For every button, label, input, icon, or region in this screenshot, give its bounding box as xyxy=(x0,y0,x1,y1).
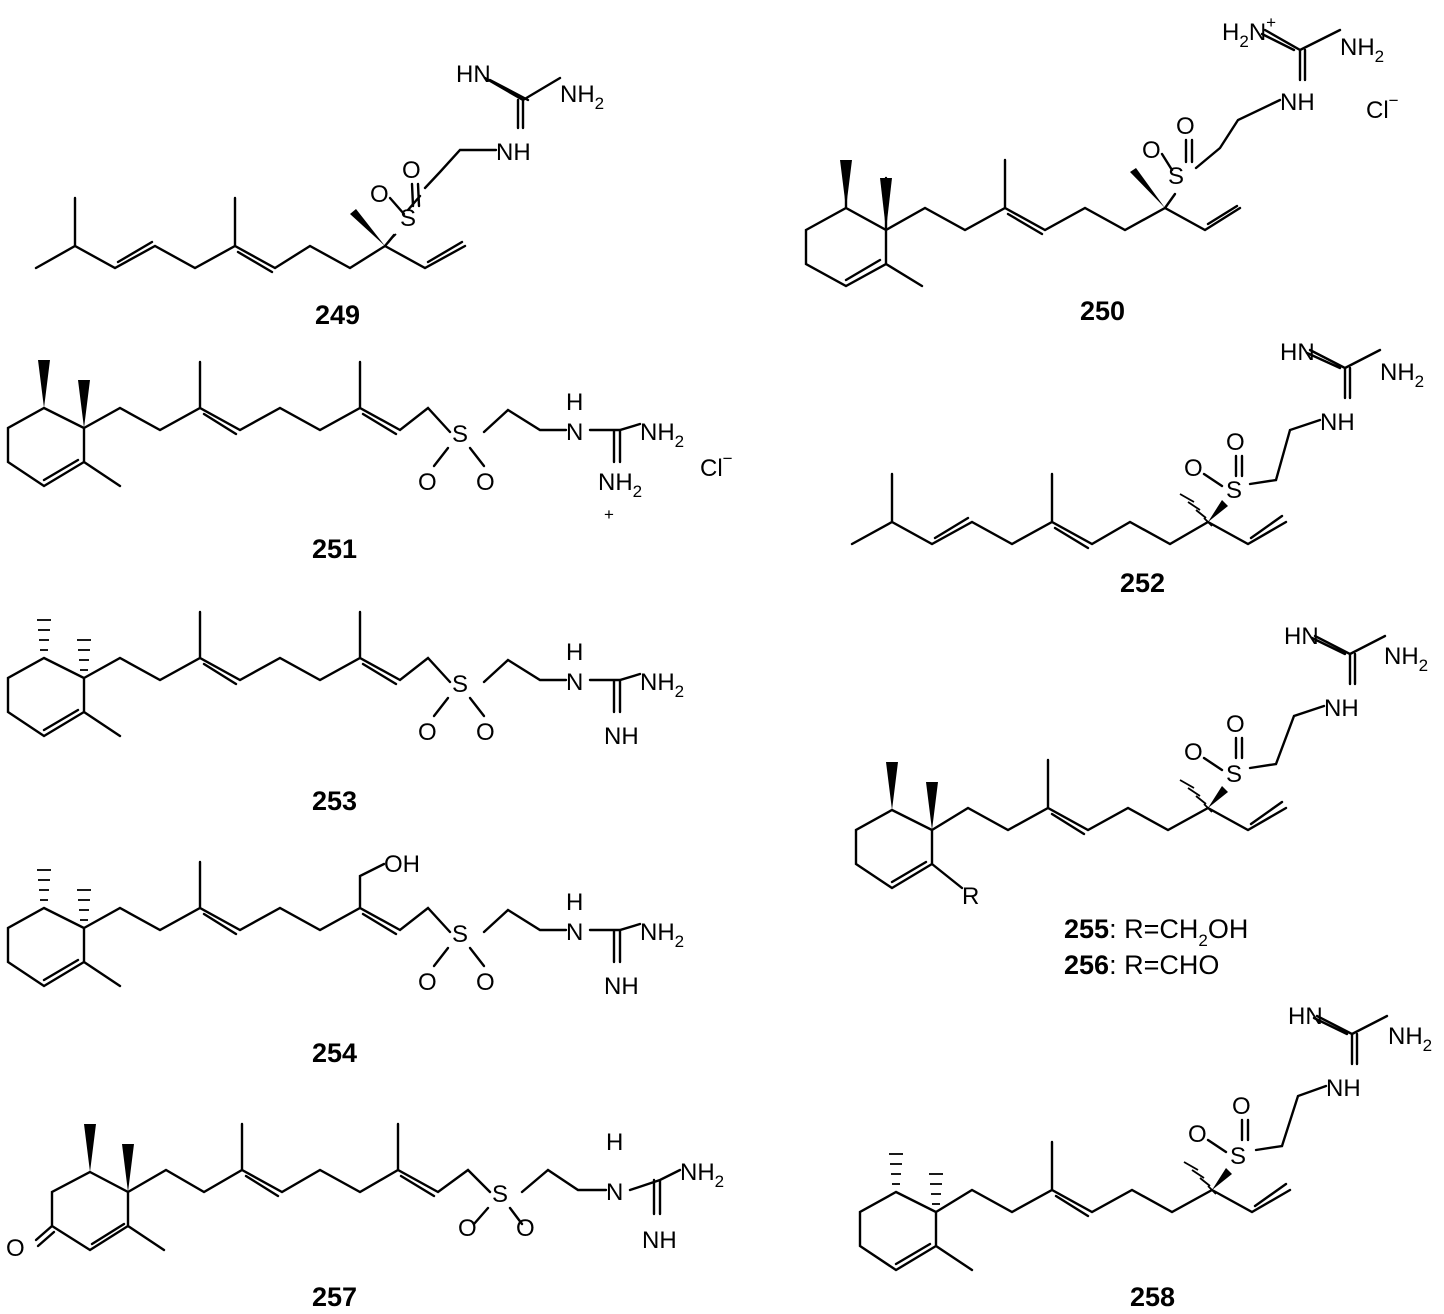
NH-label: NH xyxy=(642,1227,677,1254)
NH2-label: NH2 xyxy=(1380,359,1424,391)
NH2-label: NH2 xyxy=(640,919,684,951)
O-atom: O xyxy=(370,181,389,208)
OH-label: OH xyxy=(384,851,420,878)
compound-label-254: 254 xyxy=(312,1038,357,1068)
O-atom: O xyxy=(1184,739,1203,766)
compound-253: S O O N H NH2 NH 253 xyxy=(6,610,684,816)
O-atom: O xyxy=(476,719,495,746)
N-label: N xyxy=(566,419,583,446)
O-atom: O xyxy=(458,1215,477,1242)
O-atom: O xyxy=(1142,137,1161,164)
compound-252: S O O NH HN NH2 252 xyxy=(850,339,1424,598)
O-atom: O xyxy=(476,469,495,496)
NH-label: NH xyxy=(1326,1075,1361,1102)
variant-label-255: 255: R=CH2OH xyxy=(1064,914,1248,950)
O-atom: O xyxy=(1188,1121,1207,1148)
S-atom: S xyxy=(452,921,468,948)
NH-label: NH xyxy=(496,139,531,166)
chloride-counterion: Cl− xyxy=(1366,91,1399,124)
chloride-counterion: Cl− xyxy=(700,449,733,482)
compound-254: OH S O O N H NH2 NH 254 xyxy=(6,851,684,1068)
S-atom: S xyxy=(1226,477,1242,504)
NH-label: NH xyxy=(1320,409,1355,436)
compound-label-249: 249 xyxy=(315,300,360,330)
O-atom: O xyxy=(418,719,437,746)
NH2-label: NH2 xyxy=(560,81,604,113)
O-atom: O xyxy=(418,469,437,496)
N-label: N xyxy=(606,1179,623,1206)
NH2-label: NH2 xyxy=(640,419,684,451)
HN-label: HN xyxy=(1280,339,1315,366)
variant-label-256: 256: R=CHO xyxy=(1064,950,1219,980)
compound-label-251: 251 xyxy=(312,534,357,564)
O-atom: O xyxy=(1184,455,1203,482)
H-label: H xyxy=(566,889,583,916)
H-label: H xyxy=(566,639,583,666)
NH-label: NH xyxy=(604,973,639,1000)
compound-label-250: 250 xyxy=(1080,296,1125,326)
NH2-label: NH2 xyxy=(1384,643,1428,675)
N-label: N xyxy=(566,919,583,946)
NH-label: NH xyxy=(1280,89,1315,116)
compound-label-253: 253 xyxy=(312,786,357,816)
NH2-label: NH2 xyxy=(1340,34,1384,66)
compound-label-252: 252 xyxy=(1120,568,1165,598)
H2N-plus-label: H2N+ xyxy=(1222,13,1276,51)
S-atom: S xyxy=(452,671,468,698)
compound-249: S O O NH HN NH2 249 xyxy=(34,61,604,330)
NH-label: NH xyxy=(1324,695,1359,722)
O-atom: O xyxy=(1232,1093,1251,1120)
NH2-label: NH2 xyxy=(1388,1023,1432,1055)
NH2-label: NH2 xyxy=(640,669,684,701)
O-atom: O xyxy=(402,157,421,184)
HN-label: HN xyxy=(1284,623,1319,650)
O-atom: O xyxy=(1176,113,1195,140)
compound-251: S O O N H NH2 NH2 + Cl− 251 xyxy=(6,360,733,564)
S-atom: S xyxy=(400,205,416,232)
ketone-O-atom: O xyxy=(6,1235,25,1262)
compound-257: O S O O N H NH2 NH 257 xyxy=(6,1122,724,1312)
O-atom: O xyxy=(418,969,437,996)
plus-charge: + xyxy=(604,505,614,524)
O-atom: O xyxy=(1226,711,1245,738)
O-atom: O xyxy=(476,969,495,996)
NH2-plus-label: NH2 xyxy=(598,469,642,501)
compound-250: S O O NH H2N+ NH2 Cl− 250 xyxy=(804,13,1399,326)
NH2-label: NH2 xyxy=(680,1159,724,1191)
S-atom: S xyxy=(1226,761,1242,788)
compound-255-256: R S O O NH HN NH2 255: R=CH2OH 256: R=CH… xyxy=(854,623,1428,980)
S-atom: S xyxy=(492,1181,508,1208)
H-label: H xyxy=(566,389,583,416)
O-atom: O xyxy=(1226,429,1245,456)
S-atom: S xyxy=(452,421,468,448)
H-label: H xyxy=(606,1129,623,1156)
NH-label: NH xyxy=(604,723,639,750)
HN-label: HN xyxy=(456,61,491,88)
S-atom: S xyxy=(1230,1143,1246,1170)
HN-label: HN xyxy=(1288,1003,1323,1030)
N-label: N xyxy=(566,669,583,696)
R-group-label: R xyxy=(962,883,979,910)
compound-label-258: 258 xyxy=(1130,1282,1175,1312)
compound-258: S O O NH HN NH2 258 xyxy=(858,1003,1432,1312)
compound-label-257: 257 xyxy=(312,1282,357,1312)
